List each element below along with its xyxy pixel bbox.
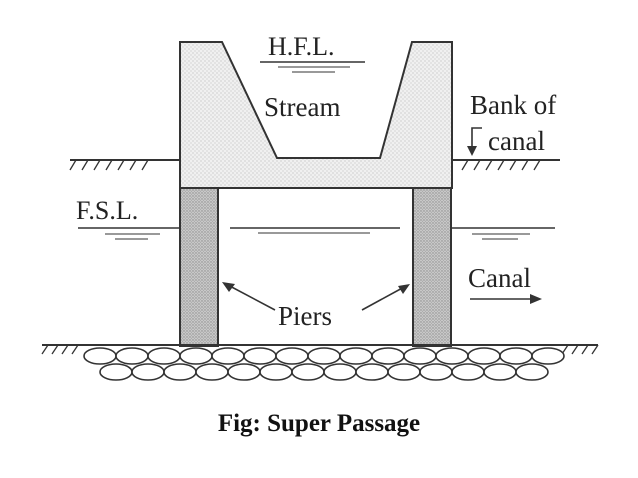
boulder (435, 347, 469, 365)
canal-bed (41, 344, 599, 355)
bank-arrow (467, 127, 482, 156)
boulder (515, 363, 549, 381)
left-ground-line (69, 159, 180, 171)
piers-label: Piers (278, 301, 332, 331)
boulder (195, 363, 229, 381)
boulder (403, 347, 437, 365)
boulder (211, 347, 245, 365)
boulder (243, 347, 277, 365)
boulder (371, 347, 405, 365)
boulder (291, 363, 325, 381)
boulder (163, 363, 197, 381)
stream-label: Stream (264, 92, 340, 122)
stone-pitching (83, 347, 565, 381)
bank-label-line1: Bank of (470, 90, 556, 120)
boulder (259, 363, 293, 381)
canal-label: Canal (468, 263, 531, 293)
boulder (83, 347, 117, 365)
hfl-water-line (260, 61, 365, 73)
boulder (179, 347, 213, 365)
hfl-label: H.F.L. (268, 32, 335, 61)
boulder (419, 363, 453, 381)
boulder (323, 363, 357, 381)
boulder (275, 347, 309, 365)
fsl-label: F.S.L. (76, 196, 138, 225)
canal-flow-arrow (470, 294, 542, 304)
boulder (115, 347, 149, 365)
boulder (147, 347, 181, 365)
piers-arrows (222, 282, 410, 311)
right-pier (412, 187, 452, 347)
figure-caption: Fig: Super Passage (218, 410, 420, 437)
boulder (483, 363, 517, 381)
right-ground-line (452, 159, 560, 171)
boulder (451, 363, 485, 381)
bank-label-line2: canal (488, 126, 545, 156)
left-pier (179, 187, 219, 347)
boulder (531, 347, 565, 365)
boulder (387, 363, 421, 381)
boulder (131, 363, 165, 381)
stream-trough (179, 41, 453, 189)
boulder (499, 347, 533, 365)
boulder (467, 347, 501, 365)
fsl-water-lines (78, 227, 555, 240)
boulder (227, 363, 261, 381)
boulder (355, 363, 389, 381)
boulder (99, 363, 133, 381)
boulder (339, 347, 373, 365)
boulder (307, 347, 341, 365)
